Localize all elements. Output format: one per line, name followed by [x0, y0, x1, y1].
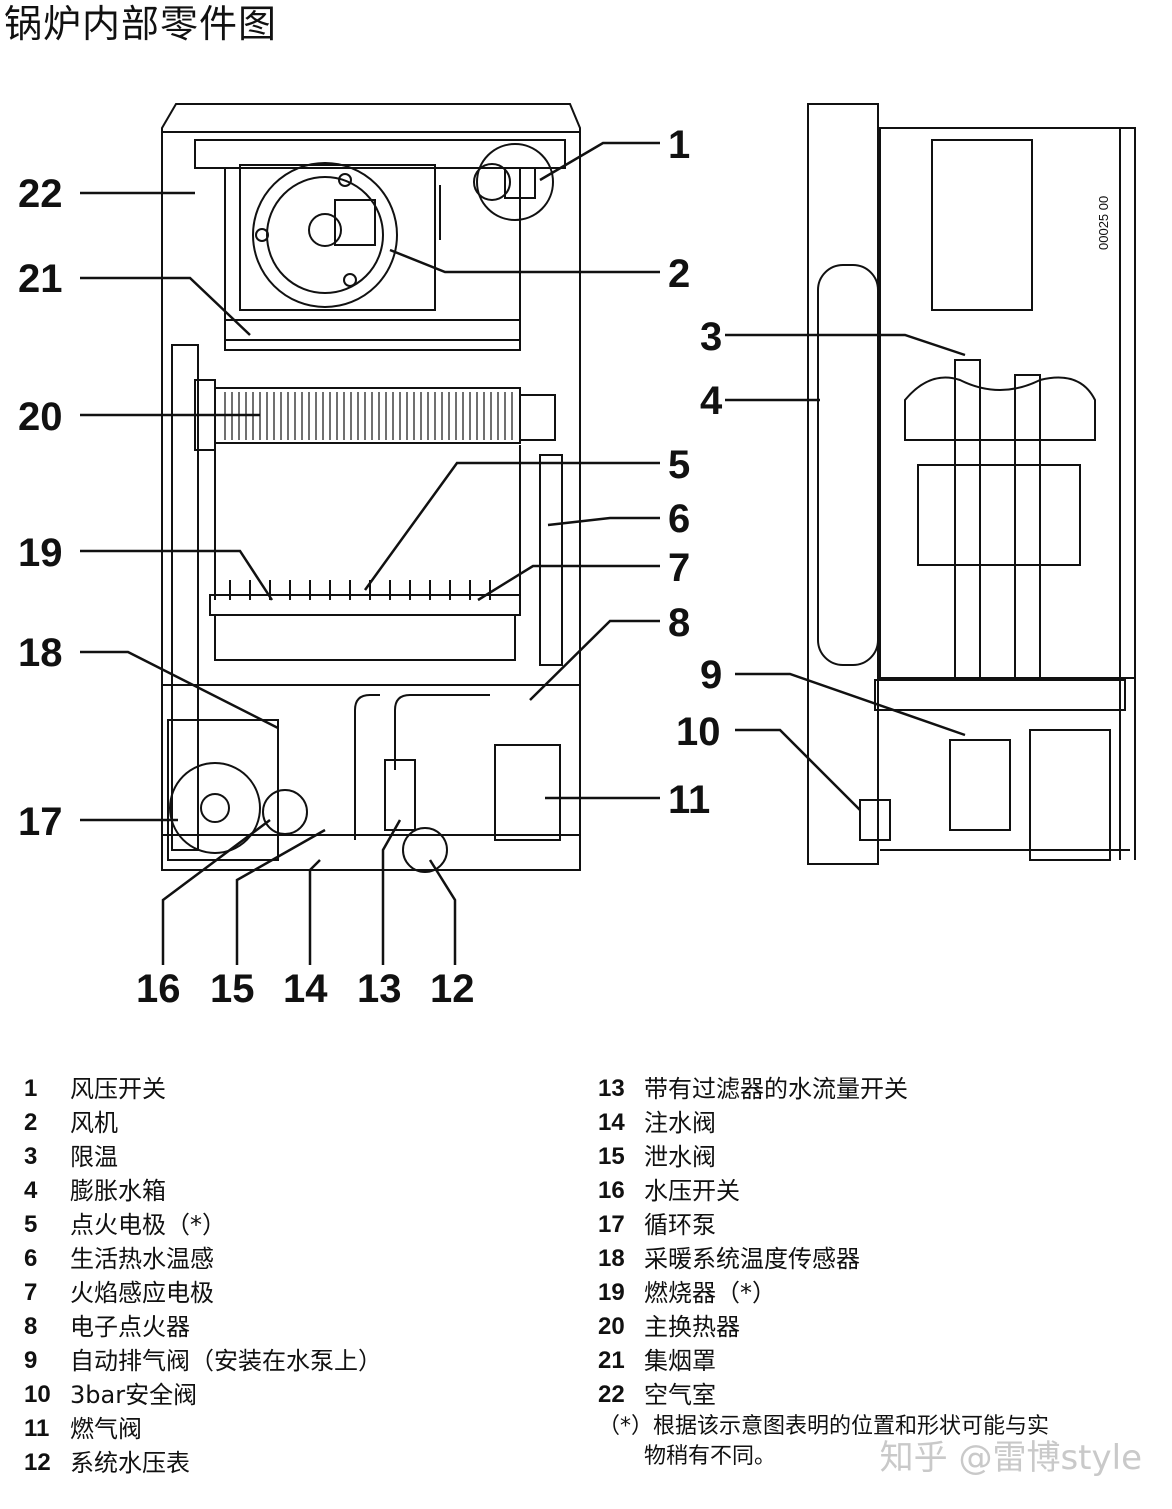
boiler-diagram: 00025 00 1 2 3 4 5 6 7 8 9 10 11 12 13 1…	[18, 103, 1136, 1011]
callout-16: 16	[136, 967, 181, 1011]
note-line-2: 物稍有不同。	[644, 1444, 777, 1469]
callout-18: 18	[18, 631, 63, 675]
callout-20: 20	[18, 395, 63, 439]
front-view	[161, 103, 581, 873]
burner	[209, 580, 521, 661]
watermark: 知乎 @雷博style	[879, 1438, 1142, 1478]
expansion-vessel	[817, 264, 879, 666]
pressure-gauge	[402, 827, 448, 873]
callout-2: 2	[668, 252, 690, 296]
diagram-code: 00025 00	[1096, 196, 1111, 250]
callout-22: 22	[18, 172, 63, 216]
callout-19: 19	[18, 531, 63, 575]
callout-5: 5	[668, 443, 690, 487]
callout-8: 8	[668, 601, 690, 645]
callout-3: 3	[700, 315, 722, 359]
gas-valve	[494, 744, 561, 841]
note-line-1: （*）根据该示意图表明的位置和形状可能与实	[598, 1414, 1050, 1439]
heat-exchanger	[194, 379, 556, 451]
callout-14: 14	[283, 967, 328, 1011]
callout-21: 21	[18, 257, 63, 301]
callout-12: 12	[430, 967, 475, 1011]
legend-note: （*）根据该示意图表明的位置和形状可能与实 物稍有不同。	[598, 1412, 1049, 1472]
callout-9: 9	[700, 653, 722, 697]
callout-6: 6	[668, 497, 690, 541]
leader-lines	[80, 141, 966, 965]
fan-housing	[239, 162, 436, 311]
callout-13: 13	[357, 967, 402, 1011]
circulation-pump	[167, 719, 308, 861]
side-view	[807, 103, 1136, 865]
callout-11: 11	[668, 778, 710, 822]
page-title: 锅炉内部零件图	[4, 2, 278, 46]
air-pressure-switch	[473, 143, 554, 221]
callout-1: 1	[668, 123, 690, 167]
callout-7: 7	[668, 546, 690, 590]
callout-15: 15	[210, 967, 255, 1011]
side-fan	[931, 139, 1033, 311]
callout-10: 10	[676, 710, 721, 754]
callout-4: 4	[700, 379, 723, 423]
callout-17: 17	[18, 800, 63, 844]
